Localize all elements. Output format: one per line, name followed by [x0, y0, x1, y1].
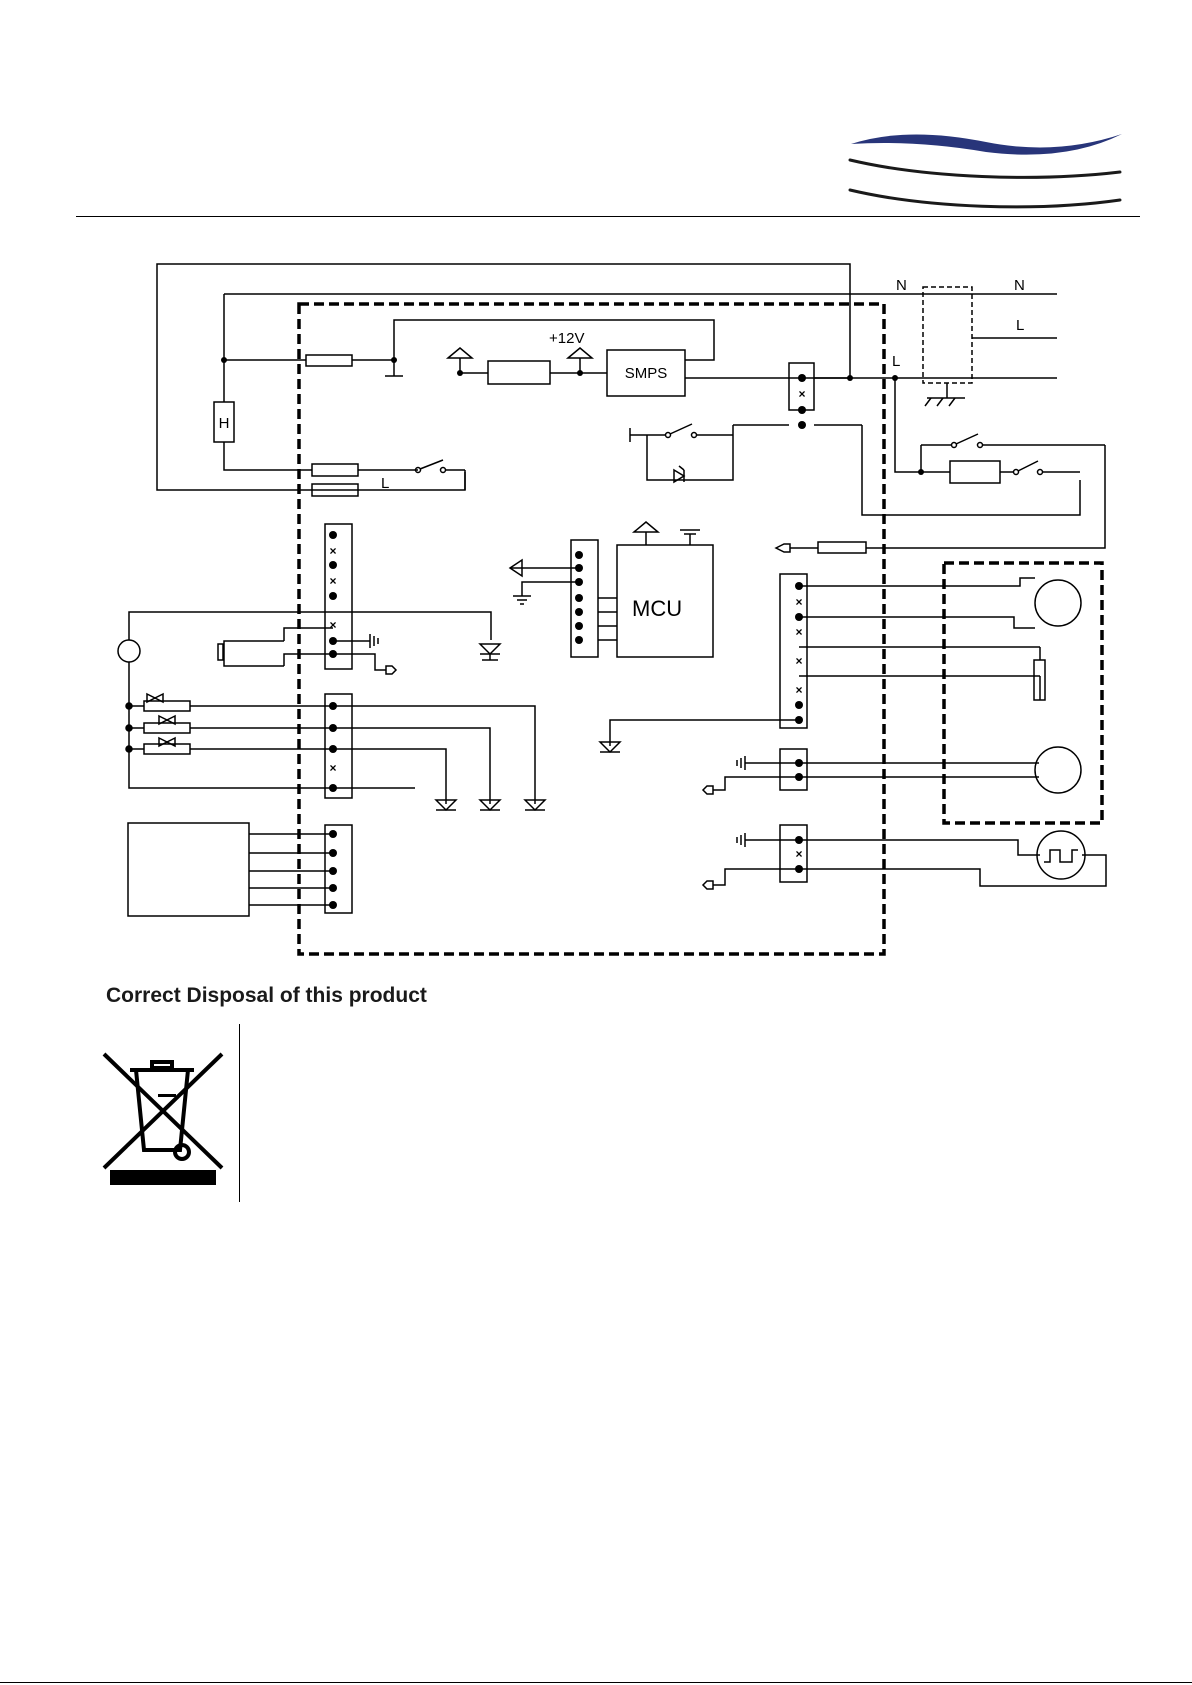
svg-text:×: × — [798, 387, 805, 401]
drain-connector — [780, 825, 807, 882]
svg-text:×: × — [795, 654, 802, 668]
label-neutral-left: N — [896, 277, 907, 294]
label-smps: SMPS — [625, 365, 668, 382]
label-live-right: L — [1016, 317, 1024, 334]
regulator — [488, 361, 550, 384]
disposal-divider — [239, 1024, 240, 1202]
label-heater: H — [219, 415, 230, 432]
svg-text:×: × — [795, 625, 802, 639]
disposal-title: Correct Disposal of this product — [106, 984, 427, 1008]
footer-rule — [0, 1682, 1192, 1683]
label-12v: +12V — [549, 330, 584, 347]
sensor-probe — [118, 640, 140, 662]
svg-text:×: × — [329, 544, 336, 558]
drain-pump — [1037, 831, 1085, 879]
wiring-diagram: × × × × × × × × × × N N L L H L +12V SMPS MCU — [0, 0, 1192, 980]
label-neutral-right: N — [1014, 277, 1025, 294]
svg-text:×: × — [329, 574, 336, 588]
valve-connector — [325, 694, 352, 798]
svg-text:×: × — [795, 595, 802, 609]
motor — [1035, 580, 1081, 626]
load-block-outline — [944, 563, 1102, 823]
svg-text:×: × — [329, 618, 336, 632]
svg-text:×: × — [795, 683, 802, 697]
label-mcu: MCU — [632, 596, 682, 621]
pump-motor — [1035, 747, 1081, 793]
display-connector — [325, 825, 352, 913]
label-lamp-line: L — [381, 475, 389, 492]
svg-text:×: × — [329, 761, 336, 775]
mains-filter — [923, 287, 972, 383]
crossed-out-wheelie-bin-icon — [100, 1050, 230, 1190]
pump-connector — [780, 749, 807, 790]
svg-text:×: × — [795, 847, 802, 861]
heater-fuse — [312, 464, 358, 476]
outer-wire — [157, 264, 850, 490]
label-live-inner: L — [892, 353, 900, 370]
input-fuse — [306, 355, 352, 366]
display-board — [128, 823, 249, 916]
relay-coil — [950, 461, 1000, 483]
